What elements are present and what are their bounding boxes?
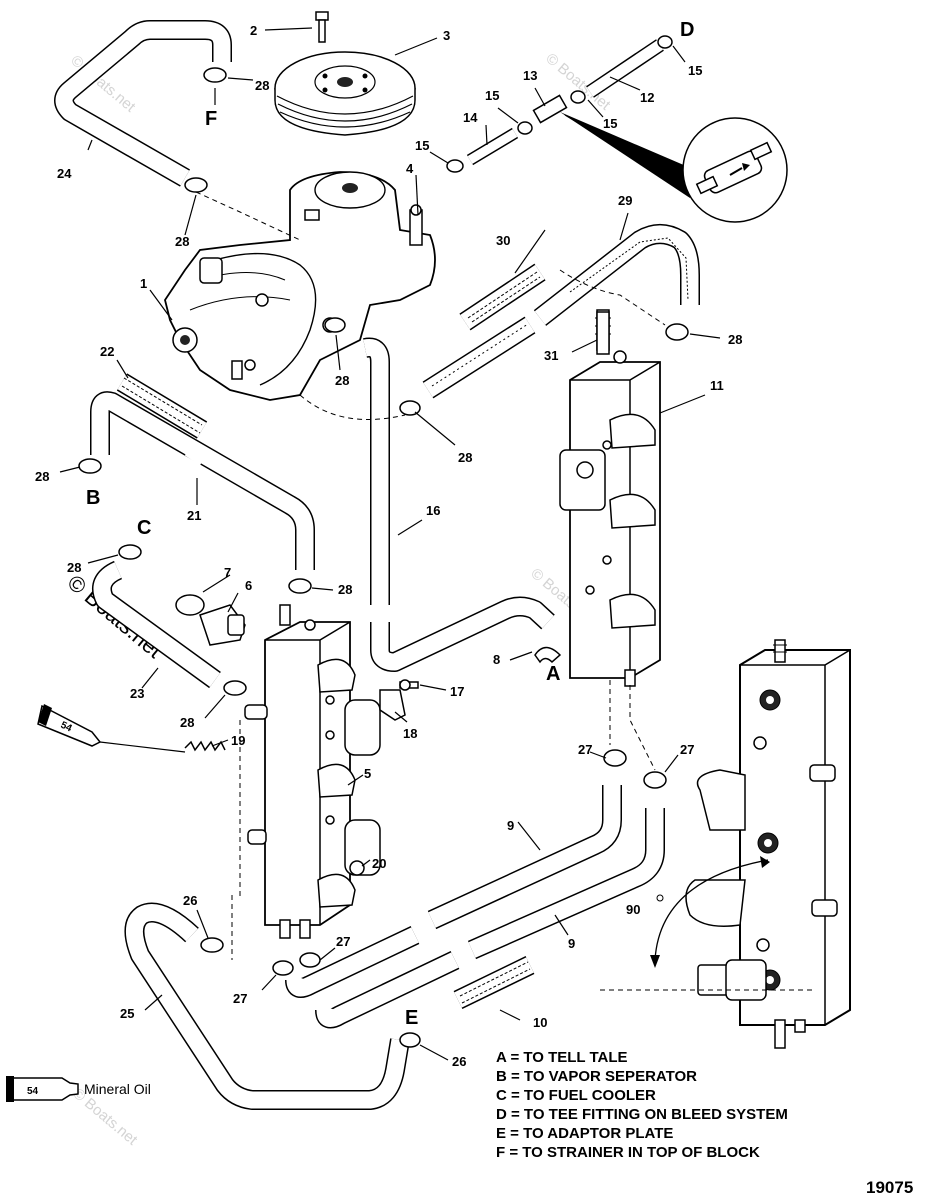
- hose-22: [116, 373, 208, 439]
- callout-26b: 26: [452, 1054, 466, 1069]
- callout-8: 8: [493, 652, 500, 667]
- hose-29: [533, 224, 700, 326]
- figure-number: 19075: [866, 1178, 913, 1197]
- callout-4: 4: [406, 161, 414, 176]
- callout-2: 2: [250, 23, 257, 38]
- letter-b: B: [86, 487, 100, 509]
- callout-1: 1: [140, 276, 147, 291]
- callout-90: 90: [626, 902, 640, 917]
- callout-11: 11: [710, 378, 724, 393]
- water-pump-1: [164, 171, 436, 401]
- callout-30: 30: [496, 233, 510, 248]
- callout-15c: 15: [603, 116, 617, 131]
- letter-f: F: [205, 108, 217, 130]
- legend-line: D = TO TEE FITTING ON BLEED SYSTEM: [496, 1106, 788, 1123]
- callout-28c: 28: [335, 373, 349, 388]
- connection-legend: A = TO TELL TALE B = TO VAPOR SEPERATOR …: [496, 1049, 788, 1161]
- callout-16: 16: [426, 503, 440, 518]
- callout-15b: 15: [415, 138, 429, 153]
- callout-21: 21: [187, 508, 201, 523]
- tube-label: 54: [59, 720, 74, 735]
- letter-d: D: [680, 19, 694, 41]
- legend-line: E = TO ADAPTOR PLATE: [496, 1125, 673, 1142]
- mineral-oil-key: 54 Mineral Oil: [6, 1076, 151, 1102]
- callout-18: 18: [403, 726, 417, 741]
- leader-lines: [59, 27, 721, 1061]
- callout-20: 20: [372, 856, 386, 871]
- callout-17: 17: [450, 684, 464, 699]
- small-parts: [78, 67, 689, 1048]
- legend-line: A = TO TELL TALE: [496, 1049, 628, 1066]
- callout-10: 10: [533, 1015, 547, 1030]
- hose-25: [124, 902, 410, 1110]
- callout-27b: 27: [680, 742, 694, 757]
- dashed-connections: [195, 191, 666, 960]
- legend-line: B = TO VAPOR SEPERATOR: [496, 1068, 697, 1085]
- callout-28h: 28: [338, 582, 352, 597]
- callout-13: 13: [523, 68, 537, 83]
- hose-10: [453, 956, 535, 1009]
- callout-25: 25: [120, 1006, 134, 1021]
- callout-15a: 15: [485, 88, 499, 103]
- legend-line: F = TO STRAINER IN TOP OF BLOCK: [496, 1144, 760, 1161]
- callout-15d: 15: [688, 63, 702, 78]
- detail-cooler-assembly: [600, 639, 851, 1049]
- hose-16: [363, 337, 555, 672]
- callout-6: 6: [245, 578, 252, 593]
- callout-28e: 28: [728, 332, 742, 347]
- callout-23: 23: [130, 686, 144, 701]
- callout-28g: 28: [67, 560, 81, 575]
- bolt-2: [315, 11, 329, 43]
- callout-19: 19: [231, 733, 245, 748]
- callout-28d: 28: [458, 450, 472, 465]
- fuel-cooler-11: [559, 309, 661, 687]
- fuel-cooler-5: [244, 604, 381, 939]
- check-valve-detail: [682, 117, 788, 223]
- sealant-tube-54: 54: [37, 704, 186, 753]
- callout-22: 22: [100, 344, 114, 359]
- mineral-oil-tube-label: 54: [27, 1086, 39, 1097]
- mineral-oil-label: Mineral Oil: [84, 1081, 151, 1097]
- callout-14: 14: [463, 110, 478, 125]
- callout-29: 29: [618, 193, 632, 208]
- hose-23: [92, 560, 221, 689]
- pulley-3: [274, 51, 416, 136]
- callout-7: 7: [224, 565, 231, 580]
- hose-30: [422, 263, 546, 399]
- hose-24: [54, 20, 232, 187]
- hose-9: [285, 785, 665, 1029]
- connection-letters: A B C D E F: [86, 19, 694, 1029]
- callout-27d: 27: [233, 991, 247, 1006]
- hose-21: [90, 391, 315, 570]
- letter-c: C: [137, 517, 151, 539]
- callout-9a: 9: [507, 818, 514, 833]
- callout-27c: 27: [336, 934, 350, 949]
- callout-28b: 28: [175, 234, 189, 249]
- legend-line: C = TO FUEL COOLER: [496, 1087, 656, 1104]
- callout-3: 3: [443, 28, 450, 43]
- callout-5: 5: [364, 766, 371, 781]
- callout-28i: 28: [180, 715, 194, 730]
- callout-9b: 9: [568, 936, 575, 951]
- callout-31: 31: [544, 348, 558, 363]
- callout-labels: 1 2 3 4 5 6 7 8 9 9 10 11 12 13 14 15 15…: [35, 23, 742, 1069]
- callout-28a: 28: [255, 78, 269, 93]
- callout-27a: 27: [578, 742, 592, 757]
- fitting-assembly-12-15: [446, 35, 700, 198]
- callout-12: 12: [640, 90, 654, 105]
- callout-26a: 26: [183, 893, 197, 908]
- callout-28f: 28: [35, 469, 49, 484]
- callout-24: 24: [57, 166, 72, 181]
- letter-a: A: [546, 663, 560, 685]
- letter-e: E: [405, 1007, 418, 1029]
